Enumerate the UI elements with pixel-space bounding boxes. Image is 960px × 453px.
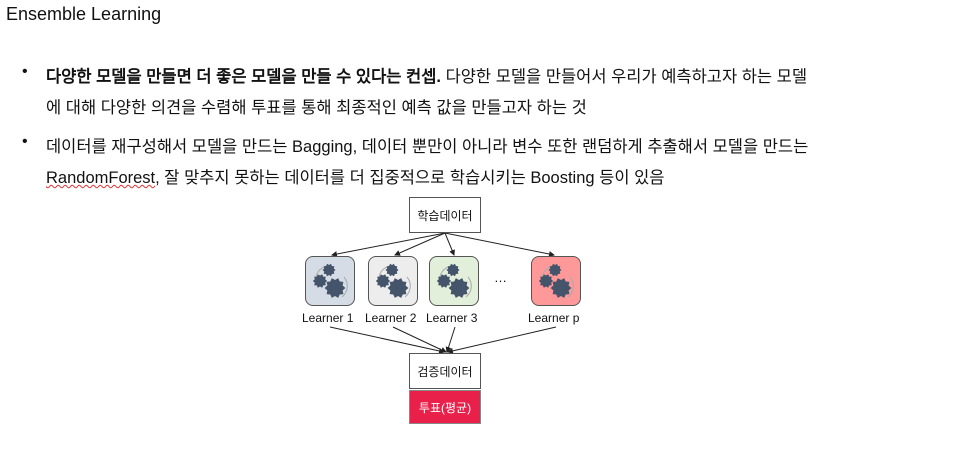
bullet-2-rest: , 잘 맞추지 못하는 데이터를 더 집중적으로 학습시키는 Boosting … — [155, 169, 665, 187]
gears-icon — [312, 263, 348, 298]
bullet-2-line-2: RandomForest, 잘 맞추지 못하는 데이터를 더 집중적으로 학습시… — [46, 164, 664, 188]
randomforest-term: RandomForest — [46, 169, 156, 187]
bullet-1-bold: 다양한 모델을 만들면 더 좋은 모델을 만들 수 있다는 컨셉. — [46, 68, 441, 86]
learner-box — [305, 256, 355, 306]
slide-title: Ensemble Learning — [6, 4, 162, 24]
validation-data-box: 검증데이터 — [409, 353, 481, 389]
gears-icon — [375, 263, 411, 298]
gears-icon — [538, 263, 574, 298]
bullet-1-line-1: 다양한 모델을 만들면 더 좋은 모델을 만들 수 있다는 컨셉. 다양한 모델… — [46, 63, 807, 87]
bullet-icon: • — [22, 133, 28, 150]
learner-box — [429, 256, 479, 306]
training-data-box: 학습데이터 — [409, 197, 481, 233]
gears-icon — [436, 263, 472, 298]
ellipsis: … — [494, 270, 507, 285]
learner-box — [368, 256, 418, 306]
vote-box: 투표(평균) — [409, 390, 481, 424]
learner-label: Learner 3 — [426, 311, 478, 325]
bullet-2-line-1: 데이터를 재구성해서 모델을 만드는 Bagging, 데이터 뿐만이 아니라 … — [46, 138, 809, 156]
learner-label: Learner p — [528, 311, 580, 325]
learner-label: Learner 1 — [302, 311, 354, 325]
bullet-1-rest: 다양한 모델을 만들어서 우리가 예측하고자 하는 모델 — [440, 68, 808, 86]
bullet-icon: • — [22, 63, 28, 80]
bullet-1-line-2: 에 대해 다양한 의견을 수렴해 투표를 통해 최종적인 예측 값을 만들고자 … — [46, 99, 587, 117]
learner-label: Learner 2 — [365, 311, 417, 325]
learner-box — [531, 256, 581, 306]
